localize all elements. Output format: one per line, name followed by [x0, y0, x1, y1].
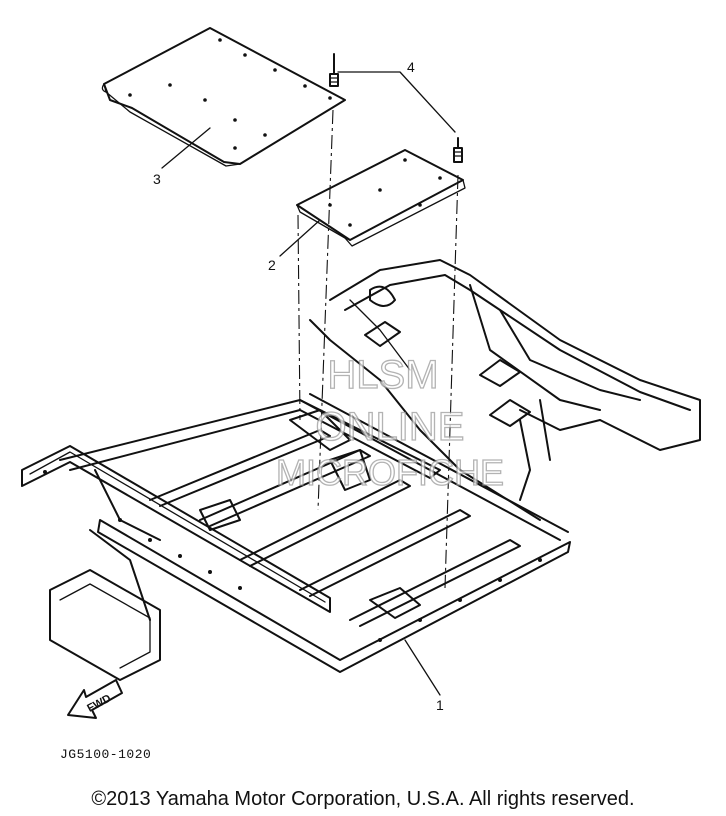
watermark-line1: HLSM [327, 353, 438, 397]
part-2-plate [296, 149, 466, 247]
callout-4: 4 [407, 59, 415, 75]
callout-2: 2 [268, 257, 276, 273]
part-4-bolts [329, 53, 463, 163]
fwd-arrow-icon: FWD [67, 679, 123, 719]
part-3-floor-plate [101, 27, 346, 167]
watermark-line3: MICROFICHE [276, 452, 504, 493]
watermark-line2: ONLINE [316, 405, 465, 449]
callout-3: 3 [153, 171, 161, 187]
leader-lines [161, 71, 456, 696]
figure-code: JG5100-1020 [60, 747, 151, 762]
part-1-frame [21, 259, 701, 681]
copyright-text: ©2013 Yamaha Motor Corporation, U.S.A. A… [91, 788, 634, 810]
callout-1: 1 [436, 697, 444, 713]
watermark: HLSM ONLINE MICROFICHE [275, 352, 504, 493]
